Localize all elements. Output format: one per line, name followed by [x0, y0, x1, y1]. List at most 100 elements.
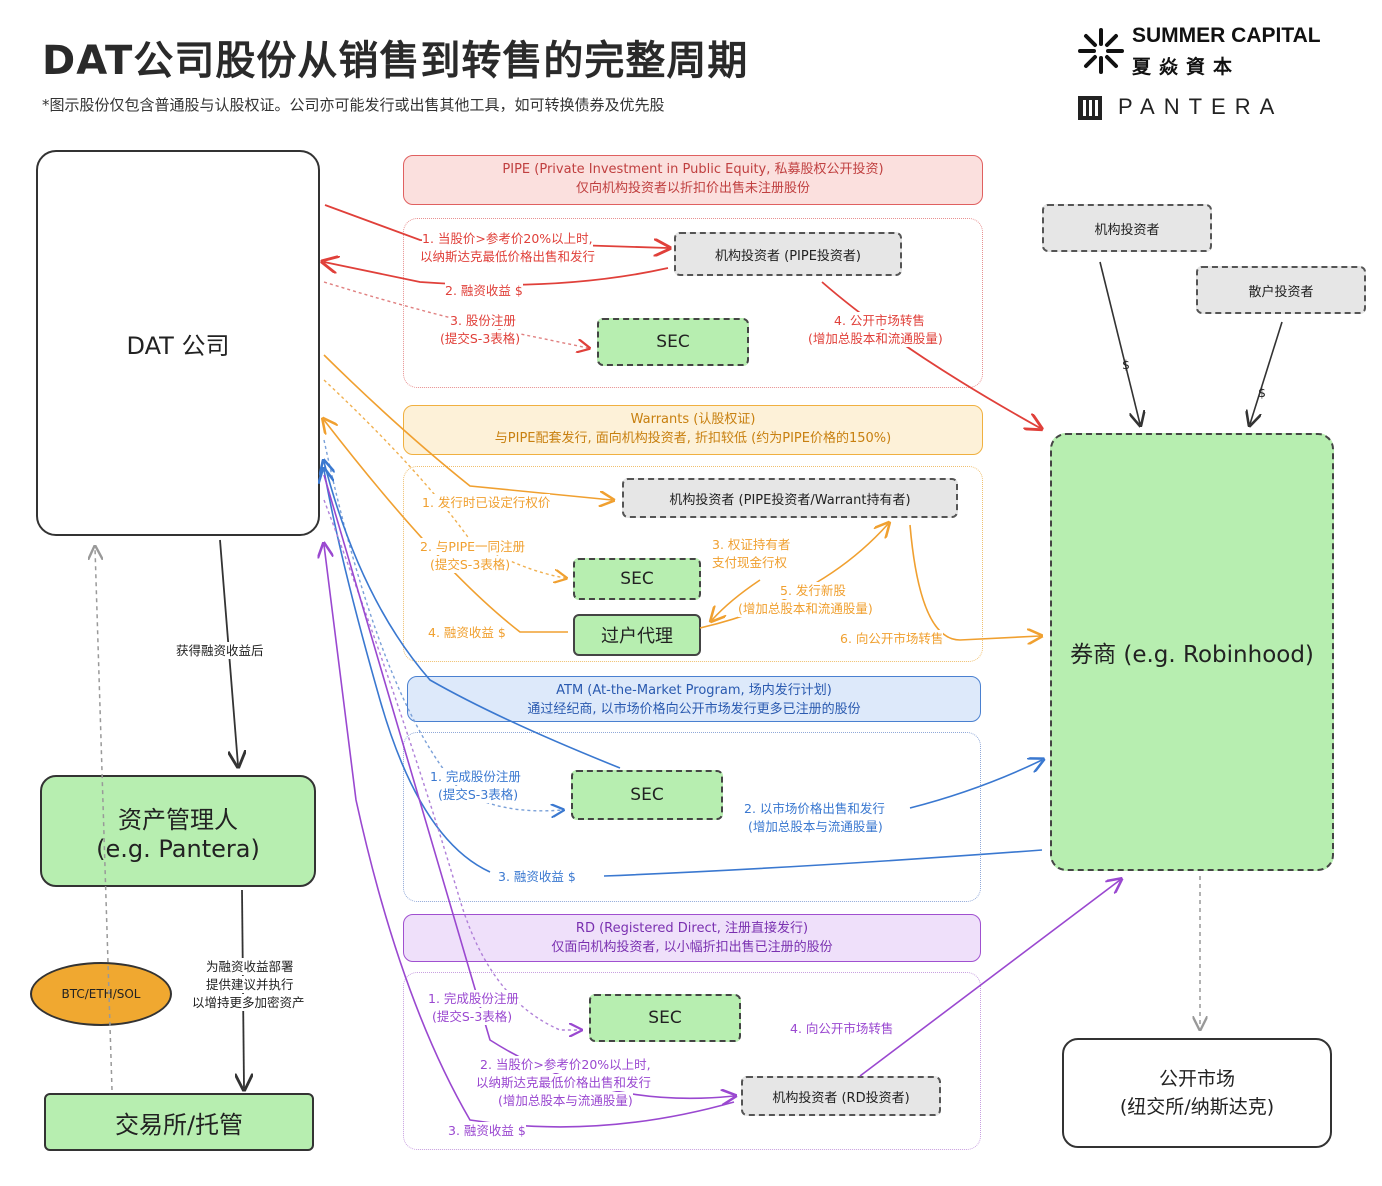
pipe-arrow-register — [323, 281, 588, 348]
public-market-node: 公开市场 (纽交所/纳斯达克) — [1062, 1038, 1332, 1148]
atm-step2-line1: 2. 以市场价格出售和发行 — [744, 800, 885, 817]
pipe-step3-line2: (提交S-3表格) — [440, 330, 521, 347]
warrants-step5-line2: (增加总股本和流通股量) — [738, 600, 873, 617]
warrants-step6-label: 6. 向公开市场转售 — [840, 630, 944, 647]
transfer-agent-node: 过户代理 — [573, 614, 701, 656]
institutional-investor-node: 机构投资者 — [1042, 204, 1212, 252]
page-subtitle: *图示股份仅包含普通股与认股权证。公司亦可能发行或出售其他工具，如可转换债券及优… — [42, 96, 665, 114]
dat-company-label: DAT 公司 — [126, 331, 230, 360]
warrants-banner-line2: 与PIPE配套发行, 面向机构投资者, 折扣较低 (约为PIPE价格的150%) — [494, 431, 892, 446]
warrants-sec-label: SEC — [620, 569, 654, 589]
asset-manager-label: 资产管理人 — [118, 805, 238, 834]
atm-arrow-sec-to-dat — [324, 462, 621, 769]
warrants-arrow-strike — [323, 354, 612, 500]
warrants-banner: Warrants (认股权证) 与PIPE配套发行, 面向机构投资者, 折扣较低… — [403, 405, 983, 455]
atm-step2-line2: (增加总股本与流通股量) — [748, 818, 883, 835]
broker-node: 券商 (e.g. Robinhood) — [1050, 433, 1334, 871]
pipe-investor-node: 机构投资者 (PIPE投资者) — [674, 232, 902, 276]
rd-arrow-register — [323, 499, 580, 1030]
warrants-arrow-register — [323, 379, 565, 578]
retail-investor-node: 散户投资者 — [1196, 266, 1366, 314]
warrants-arrow-resale — [909, 524, 1040, 640]
retail-dollar-label: $ — [1258, 385, 1266, 400]
atm-arrow-sell — [909, 760, 1042, 809]
summer-capital-name: SUMMER CAPITAL — [1132, 24, 1321, 47]
pantera-name: PANTERA — [1118, 94, 1284, 119]
exchange-custody-label: 交易所/托管 — [114, 1110, 244, 1139]
pipe-sec-node: SEC — [597, 318, 749, 366]
summer-capital-logo: SUMMER CAPITAL 夏焱資本 — [1078, 24, 1328, 80]
warrants-step4-label: 4. 融资收益 $ — [428, 624, 506, 641]
inst-dollar-label: $ — [1122, 357, 1130, 372]
pipe-section — [403, 218, 983, 388]
rd-step2-line2: 以纳斯达克最低价格出售和发行 — [476, 1074, 652, 1091]
crypto-assets-label: BTC/ETH/SOL — [61, 987, 141, 1001]
rd-arrow-proceeds — [324, 545, 735, 1128]
rd-step1-line1: 1. 完成股份注册 — [428, 990, 519, 1007]
atm-banner-line2: 通过经纪商, 以市场价格向公开市场发行更多已注册的股份 — [527, 702, 861, 717]
pipe-arrow-proceeds — [324, 262, 669, 286]
atm-arrow-register — [323, 439, 562, 811]
rd-banner-line1: RD (Registered Direct, 注册直接发行) — [575, 921, 809, 936]
pipe-sec-label: SEC — [656, 332, 690, 352]
after-proceeds-label: 获得融资收益后 — [176, 642, 264, 659]
dat-company-node: DAT 公司 — [36, 150, 320, 536]
atm-section — [403, 732, 981, 902]
pipe-step1-line2: 以纳斯达克最低价格出售和发行 — [420, 248, 596, 265]
pipe-arrow-resale — [821, 281, 1040, 428]
warrants-investor-node: 机构投资者 (PIPE投资者/Warrant持有者) — [622, 478, 958, 518]
rd-step4-label: 4. 向公开市场转售 — [790, 1020, 894, 1037]
deploy-label-1: 为融资收益部署 — [206, 958, 294, 975]
warrants-step3-line1: 3. 权证持有者 — [712, 536, 791, 553]
pipe-step3-line1: 3. 股份注册 — [450, 312, 516, 329]
atm-banner-line1: ATM (At-the-Market Program, 场内发行计划) — [556, 683, 832, 698]
warrants-step3-line2: 支付现金行权 — [712, 554, 788, 571]
rd-investor-node: 机构投资者 (RD投资者) — [741, 1076, 941, 1116]
rd-sec-label: SEC — [648, 1008, 682, 1028]
rd-step1-line2: (提交S-3表格) — [432, 1008, 513, 1025]
warrants-step2-line1: 2. 与PIPE一同注册 — [420, 538, 526, 555]
atm-arrow-proceeds — [324, 470, 1043, 877]
warrants-banner-line1: Warrants (认股权证) — [630, 412, 756, 427]
warrants-step2-line2: (提交S-3表格) — [430, 556, 511, 573]
summer-capital-mark-icon — [1078, 28, 1124, 74]
atm-sec-node: SEC — [571, 770, 723, 820]
page-title: DAT公司股份从销售到转售的完整周期 — [42, 38, 749, 84]
rd-arrow-resale — [859, 880, 1120, 1077]
warrants-arrow-new-shares — [712, 579, 761, 620]
warrants-investor-label: 机构投资者 (PIPE投资者/Warrant持有者) — [669, 492, 911, 508]
summer-capital-cn: 夏焱資本 — [1132, 56, 1241, 78]
rd-step2-line1: 2. 当股价>参考价20%以上时, — [480, 1056, 651, 1073]
warrants-sec-node: SEC — [573, 558, 701, 600]
rd-step2-line3: (增加总股本与流通股量) — [498, 1092, 633, 1109]
atm-step3-label: 3. 融资收益 $ — [498, 868, 576, 885]
inst-to-broker-arrow — [1099, 261, 1140, 424]
atm-banner: ATM (At-the-Market Program, 场内发行计划) 通过经纪… — [407, 676, 981, 722]
crypto-assets-node: BTC/ETH/SOL — [30, 962, 172, 1026]
atm-step1-line2: (提交S-3表格) — [438, 786, 519, 803]
warrants-section — [403, 466, 983, 662]
rd-sec-node: SEC — [589, 994, 741, 1042]
pipe-step4-line1: 4. 公开市场转售 — [834, 312, 925, 329]
asset-manager-node: 资产管理人 (e.g. Pantera) — [40, 775, 316, 887]
pipe-banner-line2: 仅向机构投资者以折扣价出售未注册股份 — [575, 181, 810, 196]
atm-step1-line1: 1. 完成股份注册 — [430, 768, 521, 785]
retail-investor-label: 散户投资者 — [1248, 284, 1314, 300]
exchange-custody-node: 交易所/托管 — [44, 1093, 314, 1151]
pipe-step1-line1: 1. 当股价>参考价20%以上时, — [422, 230, 593, 247]
rd-investor-label: 机构投资者 (RD投资者) — [772, 1090, 910, 1106]
transfer-agent-label: 过户代理 — [601, 626, 673, 647]
pantera-mark-icon — [1078, 96, 1102, 120]
public-market-exchanges: (纽交所/纳斯达克) — [1119, 1096, 1275, 1118]
rd-banner: RD (Registered Direct, 注册直接发行) 仅面向机构投资者,… — [403, 914, 981, 962]
atm-sec-label: SEC — [630, 785, 664, 805]
pipe-step4-line2: (增加总股本和流通股量) — [808, 330, 943, 347]
asset-manager-example: (e.g. Pantera) — [96, 834, 260, 863]
public-market-label: 公开市场 — [1158, 1068, 1235, 1090]
warrants-step5-line1: 5. 发行新股 — [780, 582, 846, 599]
rd-step3-label: 3. 融资收益 $ — [448, 1122, 526, 1139]
pipe-investor-label: 机构投资者 (PIPE投资者) — [714, 248, 861, 264]
deploy-label-2: 提供建议并执行 — [206, 976, 294, 993]
pipe-banner: PIPE (Private Investment in Public Equit… — [403, 155, 983, 205]
rd-section — [403, 972, 981, 1150]
